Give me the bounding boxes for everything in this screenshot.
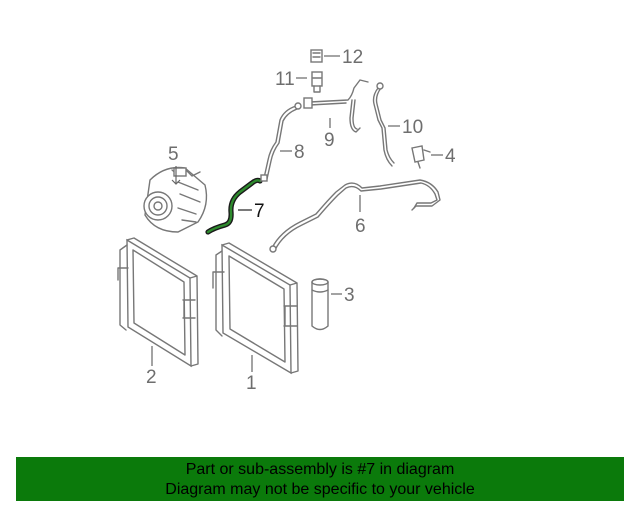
callout-8[interactable]: 8 bbox=[294, 142, 305, 163]
leader-lines bbox=[151, 55, 443, 372]
callout-5[interactable]: 5 bbox=[168, 144, 179, 165]
callout-6[interactable]: 6 bbox=[355, 216, 366, 237]
part-5-compressor[interactable] bbox=[143, 166, 208, 233]
part-8-liquid-line[interactable] bbox=[260, 102, 302, 182]
part-12-cap[interactable] bbox=[310, 49, 323, 63]
callout-1[interactable]: 1 bbox=[246, 373, 257, 394]
banner-line-1: Part or sub-assembly is #7 in diagram bbox=[185, 461, 455, 478]
part-4-pressure-switch[interactable] bbox=[411, 145, 431, 169]
banner-line-2: Diagram may not be specific to your vehi… bbox=[165, 481, 475, 498]
part-10-line[interactable] bbox=[372, 82, 395, 167]
callout-12[interactable]: 12 bbox=[342, 47, 363, 68]
callout-11[interactable]: 11 bbox=[275, 69, 295, 90]
part-3-receiver-drier[interactable] bbox=[311, 278, 329, 331]
part-9-manifold-line[interactable] bbox=[303, 79, 369, 133]
part-11-valve[interactable] bbox=[311, 71, 323, 93]
callout-4[interactable]: 4 bbox=[445, 146, 456, 167]
callout-3[interactable]: 3 bbox=[344, 285, 355, 306]
parts-diagram: 1 2 3 4 5 6 7 8 9 10 11 12 bbox=[117, 47, 456, 394]
part-2-condenser[interactable] bbox=[117, 237, 199, 368]
callout-9[interactable]: 9 bbox=[324, 130, 335, 151]
callout-7[interactable]: 7 bbox=[254, 201, 265, 222]
part-7-hose-highlighted[interactable] bbox=[205, 177, 263, 235]
callout-2[interactable]: 2 bbox=[146, 367, 157, 388]
part-6-suction-line[interactable] bbox=[269, 179, 441, 253]
part-1-condenser[interactable] bbox=[212, 242, 299, 375]
diagram-notice-banner: Part or sub-assembly is #7 in diagram Di… bbox=[16, 457, 624, 501]
callout-numbers: 1 2 3 4 5 6 7 8 9 10 11 12 bbox=[146, 47, 456, 394]
callout-10[interactable]: 10 bbox=[402, 117, 423, 138]
